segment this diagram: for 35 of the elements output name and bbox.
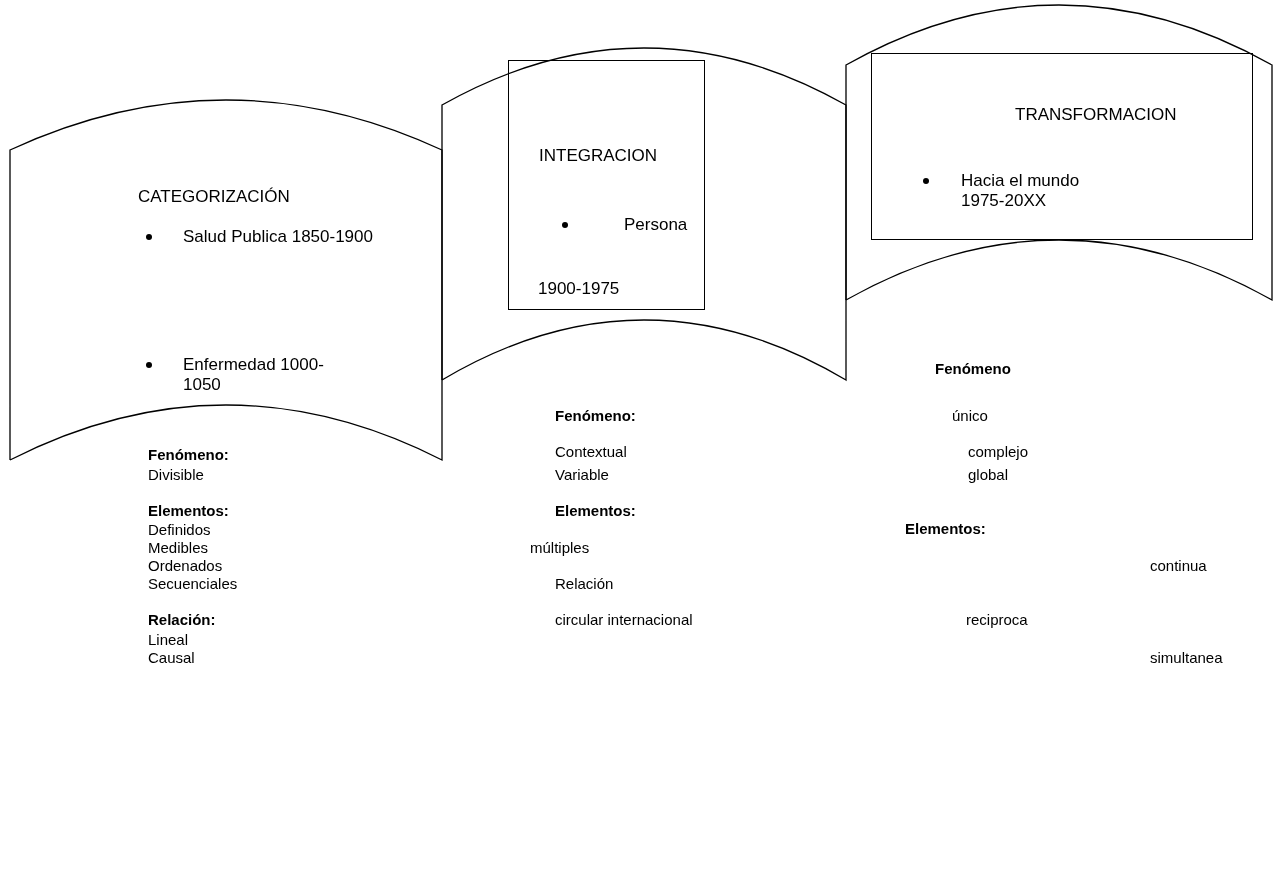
item-text: Persona: [624, 215, 688, 235]
term-label: Contextual: [555, 443, 627, 461]
term-label: Relación: [555, 575, 614, 593]
heading-label: Elementos:: [148, 502, 229, 520]
heading-text: CATEGORIZACIÓN: [138, 187, 290, 207]
term-label: simultanea: [1150, 649, 1223, 667]
heading-label: Elementos:: [555, 502, 636, 520]
term-label: reciproca: [966, 611, 1028, 629]
term-label: global: [968, 466, 1009, 484]
item-text: 1900-1975: [538, 279, 620, 299]
term-label: continua: [1150, 557, 1207, 575]
term-label: Definidos: [148, 521, 211, 539]
heading-label: Elementos:: [905, 520, 986, 538]
item-text: Salud Publica 1850-1900: [183, 227, 374, 247]
term-label: Medibles: [148, 539, 209, 557]
heading-label: Fenómeno: [935, 360, 1011, 378]
term-label: complejo: [968, 443, 1029, 461]
term-label: único: [952, 407, 988, 425]
item-text: Hacia el mundo 1975-20XX: [961, 171, 1081, 211]
term-label: Causal: [148, 649, 195, 667]
text-box: [508, 60, 705, 310]
heading-label: Relación:: [148, 611, 216, 629]
term-label: múltiples: [530, 539, 590, 557]
term-label: Divisible: [148, 466, 204, 484]
item-text: Enfermedad 1000-1050: [183, 355, 325, 395]
heading-text: INTEGRACION: [539, 146, 658, 166]
term-label: Secuenciales: [148, 575, 238, 593]
term-label: Ordenados: [148, 557, 223, 575]
term-label: Lineal: [148, 631, 189, 649]
heading-label: Fenómeno:: [555, 407, 636, 425]
heading-label: Fenómeno:: [148, 446, 229, 464]
heading-text: TRANSFORMACION: [1015, 105, 1177, 125]
term-label: Variable: [555, 466, 609, 484]
text-box: [871, 53, 1253, 240]
term-label: circular internacional: [555, 611, 693, 629]
